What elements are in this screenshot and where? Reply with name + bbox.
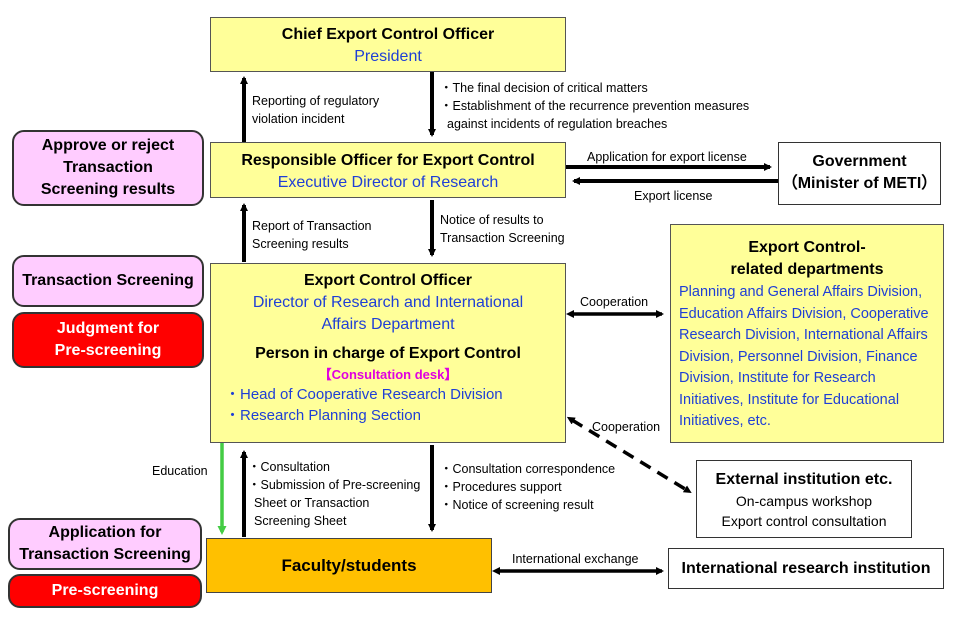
node-responsible-officer: Responsible Officer for Export Control E… — [210, 142, 566, 198]
edge-label-notice-results: Notice of results to Transaction Screeni… — [440, 211, 565, 247]
node-faculty-students: Faculty/students — [206, 538, 492, 593]
eco-item1: ・Head of Cooperative Research Division — [225, 386, 503, 403]
edge-text: ・The final decision of critical matters — [440, 81, 648, 95]
edge-text: ・Consultation correspondence — [440, 462, 616, 476]
roec-title: Responsible Officer for Export Control — [241, 152, 535, 169]
arrow-cooperation-external — [566, 416, 692, 494]
edge-text: Report of Transaction — [252, 219, 372, 233]
edge-label-report-results: Report of Transaction Screening results — [252, 217, 372, 253]
edge-text: ・Submission of Pre-screening — [248, 478, 421, 492]
edge-text: Sheet or Transaction — [254, 496, 370, 510]
external-line2: Export control consultation — [721, 513, 887, 529]
edge-text: ・Establishment of the recurrence prevent… — [440, 99, 750, 113]
edge-label-final-decision: ・The final decision of critical matters … — [440, 79, 749, 133]
related-line: Research Division, International Affairs — [679, 327, 928, 343]
related-line: Planning and General Affairs Division, — [679, 284, 923, 300]
ceco-title: Chief Export Control Officer — [281, 26, 495, 43]
approve-line: Transaction — [63, 159, 153, 176]
node-related-departments: Export Control- related departments Plan… — [670, 224, 944, 443]
node-government: Government （Minister of METI） — [778, 142, 941, 205]
external-title: External institution etc. — [715, 471, 893, 488]
edge-text: Reporting of regulatory — [252, 94, 380, 108]
government-line2: （Minister of METI） — [781, 175, 938, 192]
faculty-title: Faculty/students — [281, 555, 417, 575]
related-line: Education Affairs Division, Cooperative — [679, 305, 929, 322]
related-line: Initiatives, Institute for Educational — [679, 391, 900, 408]
edge-text: ・Procedures support — [440, 480, 562, 494]
edge-label-correspondence: ・Consultation correspondence ・Procedures… — [440, 460, 615, 514]
approve-line: Screening results — [40, 181, 176, 198]
label-application-screening: Application for Transaction Screening — [8, 518, 202, 570]
external-line1: On-campus workshop — [735, 493, 873, 509]
edge-text: Notice of results to — [440, 213, 544, 227]
eco-subtitle-line2: Affairs Department — [321, 316, 455, 333]
screening-line: Transaction Screening — [22, 272, 194, 289]
edge-label-application-license: Application for export license — [587, 150, 747, 164]
edge-text: ・Consultation — [248, 460, 330, 474]
eco-title: Export Control Officer — [303, 272, 472, 289]
related-line: Division, Institute for Research — [679, 370, 876, 386]
edge-label-international-exchange: International exchange — [512, 552, 639, 566]
edge-label-export-license: Export license — [634, 189, 713, 203]
edge-label-reporting: Reporting of regulatory violation incide… — [252, 92, 379, 128]
international-title: International research institution — [681, 559, 931, 577]
government-line1: Government — [812, 153, 907, 170]
approve-line: Approve or reject — [41, 137, 175, 154]
eco-subtitle-line1: Director of Research and International — [252, 294, 524, 311]
edge-text: violation incident — [252, 112, 345, 126]
edge-text: Transaction Screening — [440, 231, 565, 245]
judgment-line: Pre-screening — [54, 342, 162, 359]
node-chief-export-control-officer: Chief Export Control Officer President — [210, 17, 566, 72]
node-international-institution: International research institution — [668, 548, 944, 589]
edge-text: Screening Sheet — [254, 514, 347, 528]
edge-text: against incidents of regulation breaches — [447, 117, 668, 131]
edge-label-cooperation-related: Cooperation — [580, 295, 649, 309]
node-export-control-officer: Export Control Officer Director of Resea… — [210, 263, 566, 443]
label-transaction-screening: Transaction Screening — [12, 255, 204, 307]
node-external-institution: External institution etc. On-campus work… — [696, 460, 912, 538]
related-line: Initiatives, etc. — [679, 413, 771, 429]
pic-title: Person in charge of Export Control — [255, 345, 521, 362]
roec-subtitle: Executive Director of Research — [277, 174, 499, 191]
prescreening-line: Pre-screening — [51, 582, 159, 599]
edge-label-education: Education — [152, 464, 208, 478]
related-line: Division, Personnel Division, Finance — [679, 348, 918, 365]
eco-item2: ・Research Planning Section — [225, 407, 421, 424]
edge-label-cooperation-external: Cooperation — [592, 420, 661, 434]
label-judgment-prescreening: Judgment for Pre-screening — [12, 312, 204, 368]
label-approve-reject: Approve or reject Transaction Screening … — [12, 130, 204, 206]
ceco-subtitle: President — [354, 48, 422, 65]
application-line: Application for — [48, 524, 162, 541]
related-title-line1: Export Control- — [748, 239, 866, 256]
related-title-line2: related departments — [730, 261, 884, 278]
application-line: Transaction Screening — [19, 546, 191, 563]
consultation-desk: 【Consultation desk】 — [318, 367, 458, 382]
edge-text: ・Notice of screening result — [440, 498, 594, 512]
label-prescreening: Pre-screening — [8, 574, 202, 608]
edge-label-consultation: ・Consultation ・Submission of Pre-screeni… — [248, 458, 420, 530]
edge-text: Screening results — [252, 237, 349, 251]
judgment-line: Judgment for — [56, 320, 160, 337]
